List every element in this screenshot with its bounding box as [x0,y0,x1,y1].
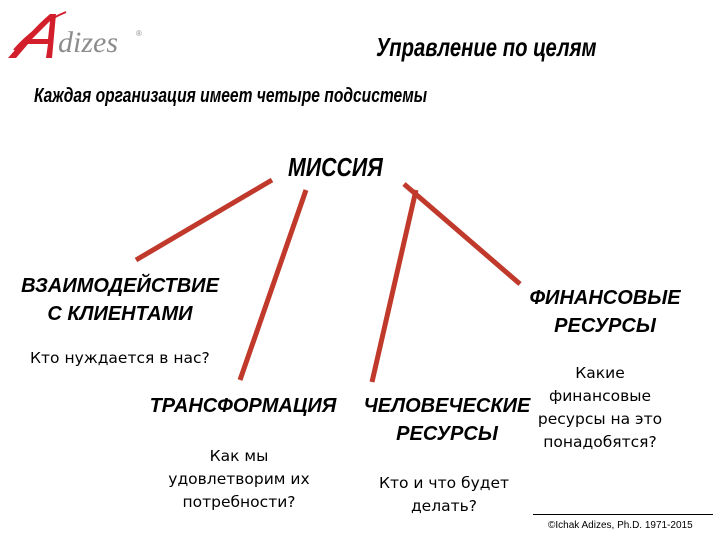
subsystem-transformation-question: Как мы удовлетворим их потребности? [168,447,310,511]
subsystem-finance-line-2: РЕСУРСЫ [554,315,656,337]
subsystem-transformation-line-1: ТРАНСФОРМАЦИЯ [149,395,337,417]
subsystem-human-resources-line-1: ЧЕЛОВЕЧЕСКИЕ [363,395,531,417]
page-title: Управление по целям [376,32,597,62]
subsystem-finance: ФИНАНСОВЫЕ РЕСУРСЫ [520,284,690,340]
connector-line-human-resources [369,189,419,383]
subsystem-human-resources-line-2: РЕСУРСЫ [396,423,498,445]
subsystem-clients-line-1: ВЗАИМОДЕЙСТВИЕ [21,275,219,297]
adizes-logo-text: dizes [58,26,118,59]
connector-line-clients [134,177,274,263]
subsystem-human-resources: ЧЕЛОВЕЧЕСКИЕ РЕСУРСЫ [362,392,532,448]
subsystem-finance-line-1: ФИНАНСОВЫЕ [529,287,681,309]
subsystem-human-resources-question: Кто и что будет делать? [378,474,510,515]
subsystem-transformation: ТРАНСФОРМАЦИЯ [148,392,338,420]
connector-line-transformation [237,189,309,381]
subsystem-clients-question: Кто нуждается в нас? [30,349,210,367]
mission-label: МИССИЯ [288,152,383,182]
page-subtitle: Каждая организация имеет четыре подсисте… [34,85,428,107]
adizes-logo: dizes ® [8,11,142,59]
connector-line-finance [402,182,522,286]
copyright-text: ©Ichak Adizes, Ph.D. 1971-2015 [548,520,693,531]
subsystem-clients: ВЗАИМОДЕЙСТВИЕ С КЛИЕНТАМИ [20,272,220,328]
footer-divider [533,514,713,515]
adizes-logo-mark [8,11,67,58]
adizes-registered-mark: ® [136,29,142,38]
subsystem-clients-line-2: С КЛИЕНТАМИ [47,303,193,325]
subsystem-finance-question: Какие финансовые ресурсы на это понадобя… [537,364,663,451]
